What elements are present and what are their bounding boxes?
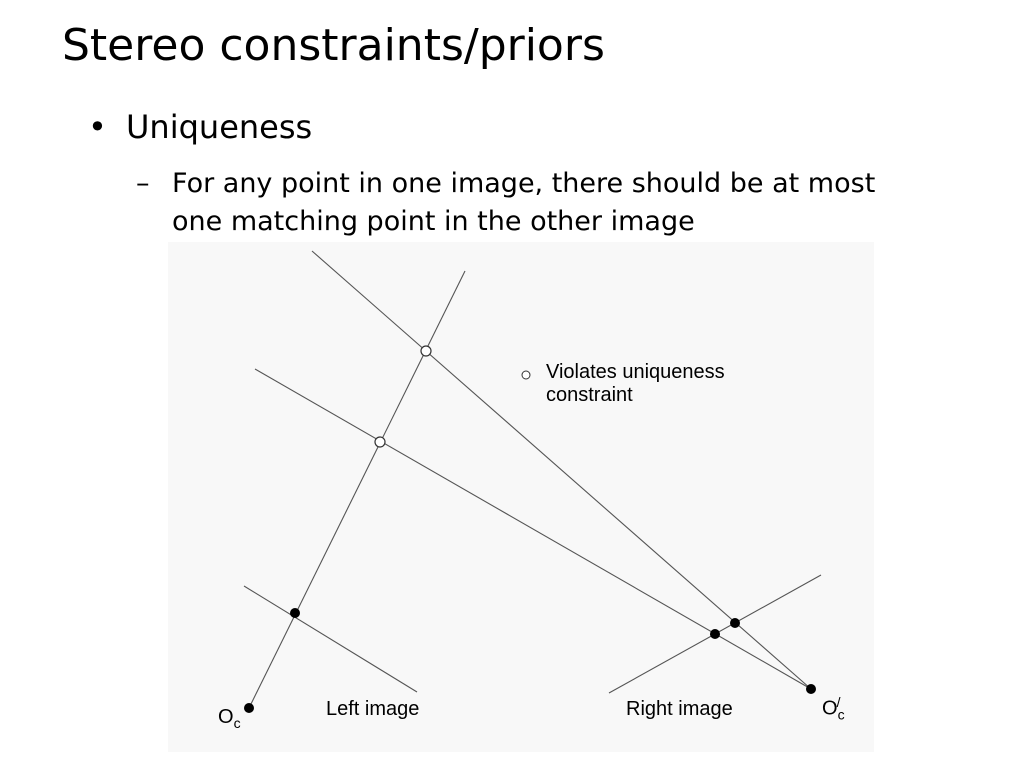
violation-point-upper: [420, 345, 432, 357]
legend-text: Violates uniqueness constraint: [546, 361, 725, 407]
sub-bullet-dash: –: [136, 168, 150, 199]
left-ray-line: [248, 270, 466, 709]
right-center-letter: O: [822, 697, 838, 720]
left-image-plane-line: [243, 585, 418, 693]
right-image-point-1: [730, 618, 740, 628]
left-camera-center: [244, 703, 254, 713]
bullet-text: Uniqueness: [126, 108, 313, 146]
right-center-prime: /: [836, 694, 841, 710]
legend-text-line-1: Violates uniqueness: [546, 361, 725, 383]
sub-bullet-item: – For any point in one image, there shou…: [136, 165, 916, 241]
uniqueness-diagram: Violates uniqueness constraint Left imag…: [168, 242, 874, 752]
bullet-marker: •: [88, 108, 107, 146]
left-center-subscript: c: [233, 715, 241, 731]
left-image-point: [290, 608, 300, 618]
sub-bullet-text: For any point in one image, there should…: [172, 168, 876, 237]
left-center-letter: O: [218, 706, 234, 728]
legend-text-line-2: constraint: [546, 384, 633, 406]
legend-open-circle-icon: [521, 370, 531, 380]
right-ray-line-2: [254, 368, 812, 690]
right-image-label: Right image: [626, 698, 733, 720]
right-camera-center-label: Oc/: [822, 694, 845, 723]
left-image-label: Left image: [326, 698, 420, 720]
slide-title: Stereo constraints/priors: [62, 20, 605, 71]
right-image-point-2: [710, 629, 720, 639]
right-ray-line-1: [311, 250, 812, 690]
left-camera-center-label: Oc: [218, 706, 241, 731]
violation-point-lower: [374, 436, 386, 448]
bullet-item: • Uniqueness: [88, 108, 312, 146]
diagram-svg: [243, 250, 822, 713]
right-camera-center: [806, 684, 816, 694]
right-center-subscript: c: [837, 706, 845, 723]
